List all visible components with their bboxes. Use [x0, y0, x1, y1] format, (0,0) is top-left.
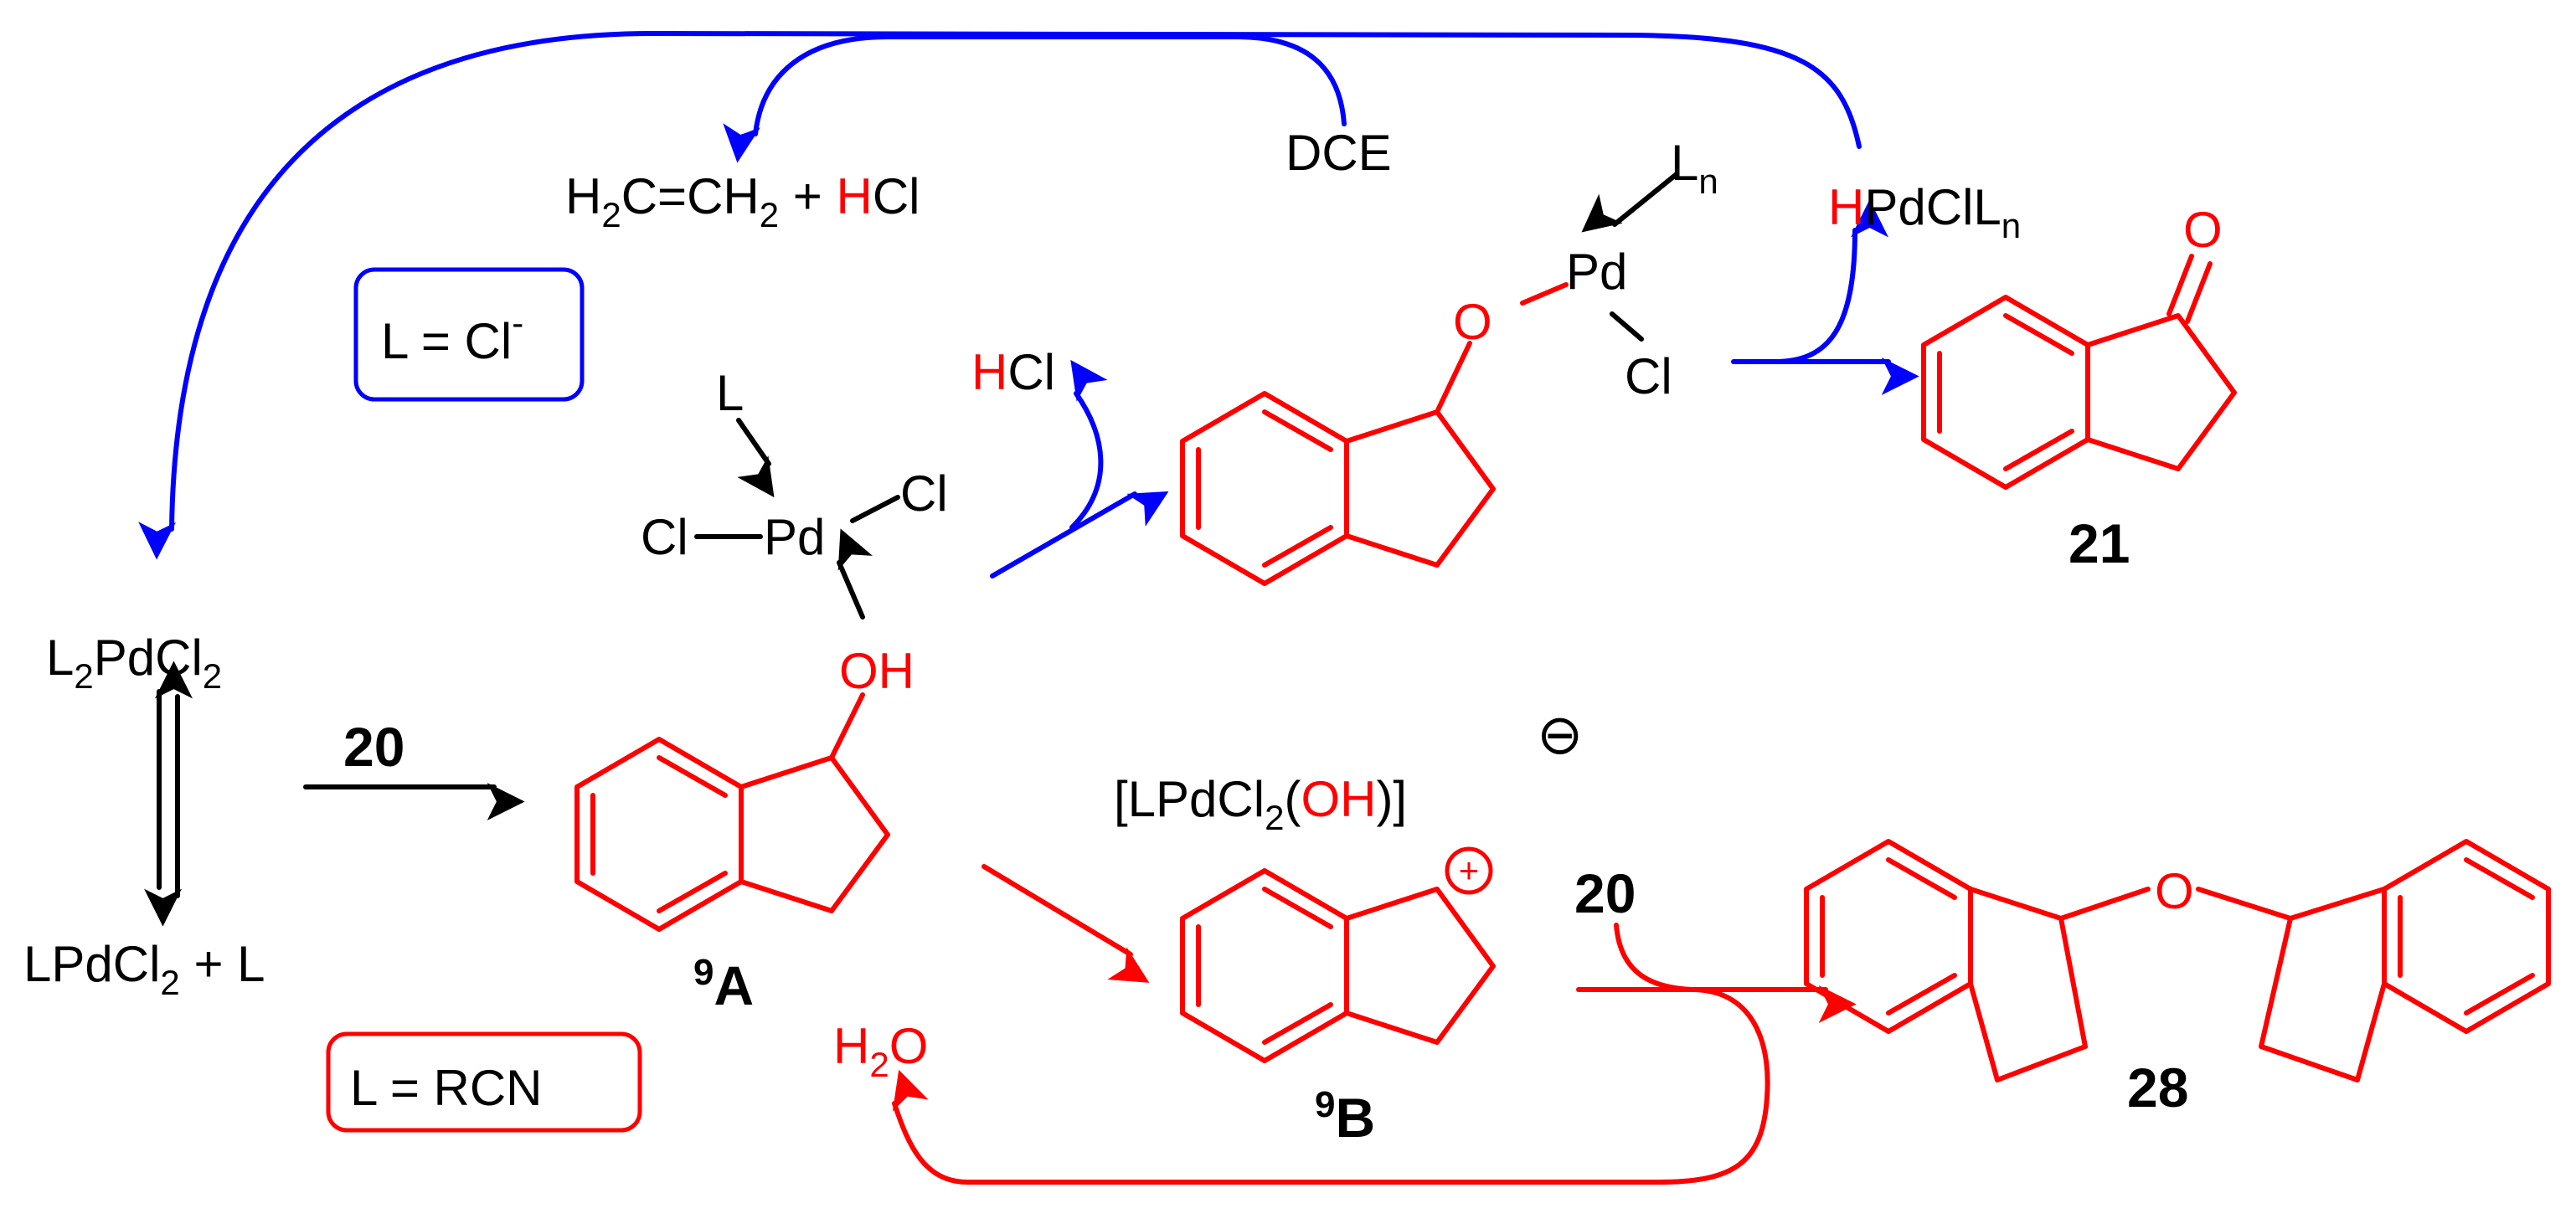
- ligand-chloride-text: L = Cl-: [381, 303, 523, 369]
- o-pd-bond: [1520, 282, 1569, 306]
- pd-cl-right-bond: [850, 495, 900, 523]
- complex-pd: Pd: [764, 509, 825, 565]
- ethylene-subscript: 2: [760, 195, 779, 234]
- hydride-release-arrow: [1773, 199, 1888, 364]
- complex-cl-right: Cl: [900, 465, 948, 522]
- carbonyl-o-label: O: [2183, 202, 2223, 258]
- indanol-aromatic-bond: [657, 871, 728, 913]
- indanol-co-bond: [829, 692, 865, 760]
- ether-right-co-bond: [2196, 887, 2293, 921]
- hcl-chlorine: Cl: [873, 168, 920, 224]
- ether-left-aromatic-bond: [1886, 973, 1957, 1016]
- alkoxide-pd-label: Pd: [1566, 244, 1627, 300]
- ionization-arrow: [981, 864, 1150, 983]
- indanone-21-structure: [1921, 254, 2237, 490]
- indanyloxy-benzene-ring: [1180, 391, 1349, 586]
- water-label: H2O: [833, 1018, 928, 1084]
- indanol-benzene-ring: [574, 737, 744, 932]
- indanyloxy-pd-structure: [1180, 282, 1569, 586]
- ether-right-cyclopentane-ring: [2259, 887, 2387, 1082]
- ethylene-subscript: 2: [601, 195, 621, 234]
- cation-cyclopentane-ring: [1344, 887, 1496, 1045]
- anion-label: [LPdCl2(OH)]: [1114, 771, 1407, 837]
- ether-o-label: O: [2155, 863, 2194, 919]
- dce-to-ethylene-arrow: [723, 34, 1347, 163]
- alkoxide-cl-label: Cl: [1625, 348, 1672, 404]
- compound-9a-label: 9A: [693, 952, 754, 1016]
- indanol-aromatic-bond: [657, 755, 728, 798]
- ethylene-core: C=CH: [621, 168, 760, 224]
- coordination-arrow-oh: [837, 528, 873, 620]
- ligand-nitrile-text: L = RCN: [350, 1060, 543, 1116]
- l2pdcl2-label: L2PdCl2: [46, 630, 222, 696]
- ether-right-aromatic-bond: [2464, 973, 2535, 1016]
- indanol-9a-structure: [574, 692, 890, 932]
- indanyloxy-cyclopentane-ring: [1344, 409, 1496, 568]
- pd-cl-bond-alkoxide: [1610, 311, 1644, 342]
- indanone-aromatic-bond: [2003, 313, 2074, 356]
- indanone-cyclopentane-ring: [2085, 313, 2237, 471]
- indanyloxy-co-bond: [1435, 341, 1472, 414]
- hcl-loss-arrow: [1069, 359, 1108, 530]
- anion-charge-symbol: ⊖: [1537, 703, 1583, 765]
- cation-plus-sign: +: [1459, 851, 1480, 890]
- ligand-nitrile-box: [326, 1031, 642, 1133]
- plus-sign: +: [779, 168, 836, 224]
- ether-right-benzene-ring: [2382, 839, 2551, 1034]
- indanol-cyclopentane-ring: [739, 755, 890, 913]
- ether-right-aromatic-bond: [2464, 857, 2535, 900]
- hydroxyl-oh-label: OH: [839, 643, 914, 699]
- cation-aromatic-bond: [1262, 887, 1333, 929]
- diindanyl-ether-28-structure: [1804, 839, 2551, 1082]
- complex-cl-left: Cl: [641, 509, 688, 565]
- complex-l-label: L: [716, 365, 744, 421]
- compound-21-label: 21: [2069, 512, 2130, 574]
- ether-left-cyclopentane-ring: [1968, 887, 2088, 1082]
- water-release-arrow: [892, 987, 1770, 1185]
- ether-left-benzene-ring: [1804, 839, 1973, 1034]
- reagent-20-top: 20: [343, 716, 404, 778]
- dce-label: DCE: [1285, 125, 1392, 181]
- pd-complex-to-alkoxide-arrow: [990, 491, 1169, 579]
- ether-left-co-bond: [2058, 887, 2151, 921]
- ligand-chloride-box: [353, 267, 585, 402]
- ethylene-h: H: [565, 168, 601, 224]
- lpdcl2-plus-l-label: LPdCl2 + L: [23, 936, 265, 1002]
- hcl-hydrogen: H: [836, 168, 872, 224]
- cation-aromatic-bond: [1262, 1002, 1333, 1045]
- cation-benzene-ring: [1180, 868, 1349, 1063]
- ethylene-hcl-text: H2C=CH2 + HCl: [565, 168, 920, 234]
- alkoxide-o-label: O: [1453, 294, 1492, 350]
- coordination-arrow-ln: [1581, 172, 1679, 233]
- indanone-aromatic-bond: [2003, 429, 2074, 471]
- ether-left-aromatic-bond: [1886, 857, 1957, 900]
- reagent-20-bottom: 20: [1574, 862, 1636, 924]
- hydride-label: HPdClLn: [1828, 179, 2021, 245]
- indanyloxy-aromatic-bond: [1262, 409, 1333, 452]
- cation-charge-circle: [1445, 846, 1493, 895]
- alkoxide-ln-label: Ln: [1671, 135, 1718, 201]
- indanone-benzene-ring: [1921, 295, 2090, 490]
- blue-cycle-return-arrow: [138, 30, 1862, 560]
- indanyloxy-aromatic-bond: [1262, 525, 1333, 568]
- indanyl-cation-9b-structure: [1180, 846, 1496, 1063]
- hcl-loss-label: HCl: [971, 344, 1055, 400]
- carbonyl-double-bond: [2166, 254, 2194, 316]
- compound-9b-label: 9B: [1315, 1084, 1375, 1149]
- second-20-attack-arrow: [1614, 923, 1694, 992]
- compound-28-label: 28: [2127, 1057, 2188, 1118]
- coordination-arrow-l: [736, 418, 775, 498]
- carbonyl-double-bond: [2185, 261, 2213, 324]
